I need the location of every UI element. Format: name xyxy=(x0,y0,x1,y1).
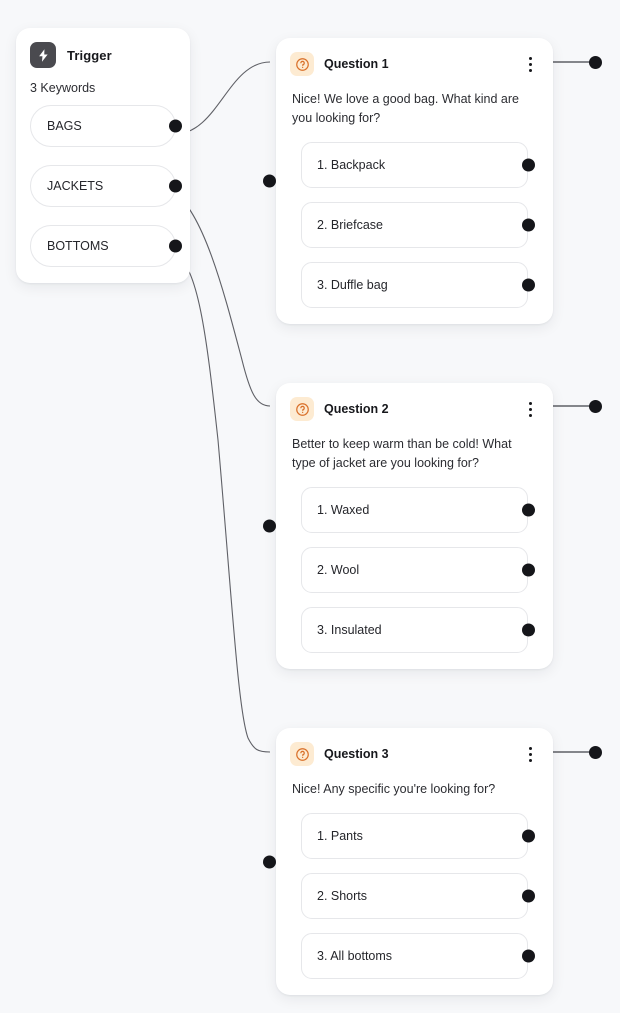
question-node-3[interactable]: Question 3 Nice! Any specific you're loo… xyxy=(263,728,553,995)
option-output-port[interactable] xyxy=(521,829,535,843)
kebab-menu-icon[interactable] xyxy=(523,55,537,73)
question-options-1: 1. Backpack 2. Briefcase 3. Duffle bag xyxy=(290,142,539,308)
option-output-port[interactable] xyxy=(521,563,535,577)
question-title-2: Question 2 xyxy=(324,402,389,416)
question-output-port-1[interactable] xyxy=(589,55,602,69)
trigger-node[interactable]: Trigger 3 Keywords BAGS JACKETS BOTTOMS xyxy=(16,28,190,283)
option-label: 2. Briefcase xyxy=(317,218,384,232)
trigger-header: Trigger xyxy=(30,42,176,68)
option-row[interactable]: 3. All bottoms xyxy=(301,933,535,979)
option-output-port[interactable] xyxy=(521,503,535,517)
option-row[interactable]: 2. Wool xyxy=(301,547,535,593)
question-header-2: Question 2 xyxy=(290,397,539,421)
question-circle-icon xyxy=(290,52,314,76)
keyword-label: JACKETS xyxy=(47,179,104,193)
question-options-2: 1. Waxed 2. Wool 3. Insulated xyxy=(290,487,539,653)
option-output-port[interactable] xyxy=(521,278,535,292)
keyword-output-port-jackets[interactable] xyxy=(168,179,182,193)
question-title-3: Question 3 xyxy=(324,747,389,761)
option-output-port[interactable] xyxy=(521,218,535,232)
option-label: 3. Insulated xyxy=(317,623,382,637)
keyword-label: BOTTOMS xyxy=(47,239,109,253)
option-row[interactable]: 1. Backpack xyxy=(301,142,535,188)
keyword-label: BAGS xyxy=(47,119,82,133)
kebab-menu-icon[interactable] xyxy=(523,400,537,418)
keyword-output-port-bags[interactable] xyxy=(168,119,182,133)
question-prompt-3: Nice! Any specific you're looking for? xyxy=(292,782,496,796)
option-label: 1. Pants xyxy=(317,829,363,843)
kebab-menu-icon[interactable] xyxy=(523,745,537,763)
question-output-port-3[interactable] xyxy=(589,745,602,759)
option-row[interactable]: 2. Briefcase xyxy=(301,202,535,248)
option-output-port[interactable] xyxy=(521,949,535,963)
question-input-port-2[interactable] xyxy=(263,519,276,533)
option-row[interactable]: 3. Insulated xyxy=(301,607,535,653)
keyword-output-port-bottoms[interactable] xyxy=(168,239,182,253)
question-input-port-3[interactable] xyxy=(263,855,276,868)
option-label: 2. Shorts xyxy=(317,889,368,903)
question-prompt-1: Nice! We love a good bag. What kind are … xyxy=(292,92,519,125)
option-label: 1. Waxed xyxy=(317,503,370,517)
keyword-pill-bottoms[interactable]: BOTTOMS xyxy=(30,225,182,267)
question-node-2[interactable]: Question 2 Better to keep warm than be c… xyxy=(263,383,553,669)
option-output-port[interactable] xyxy=(521,889,535,903)
option-row[interactable]: 1. Waxed xyxy=(301,487,535,533)
keyword-pill-bags[interactable]: BAGS xyxy=(30,105,182,147)
option-output-port[interactable] xyxy=(521,158,535,172)
option-output-port[interactable] xyxy=(521,623,535,637)
question-title-1: Question 1 xyxy=(324,57,389,71)
question-output-port-2[interactable] xyxy=(589,399,602,413)
option-label: 3. All bottoms xyxy=(317,949,393,963)
option-label: 1. Backpack xyxy=(317,158,386,172)
keyword-count: 3 Keywords xyxy=(30,81,96,95)
question-input-port-1[interactable] xyxy=(263,174,276,188)
lightning-bolt-icon xyxy=(30,42,56,68)
question-prompt-2: Better to keep warm than be cold! What t… xyxy=(292,437,512,470)
question-circle-icon xyxy=(290,742,314,766)
option-label: 3. Duffle bag xyxy=(317,278,388,292)
question-circle-icon xyxy=(290,397,314,421)
question-header-1: Question 1 xyxy=(290,52,539,76)
option-label: 2. Wool xyxy=(317,563,360,577)
option-row[interactable]: 3. Duffle bag xyxy=(301,262,535,308)
edge-bottoms-to-question3 xyxy=(174,252,271,753)
trigger-title: Trigger xyxy=(67,47,112,63)
option-row[interactable]: 2. Shorts xyxy=(301,873,535,919)
question-header-3: Question 3 xyxy=(290,742,539,766)
option-row[interactable]: 1. Pants xyxy=(301,813,535,859)
keyword-pill-jackets[interactable]: JACKETS xyxy=(30,165,182,207)
question-node-1[interactable]: Question 1 Nice! We love a good bag. Wha… xyxy=(263,38,553,324)
question-options-3: 1. Pants 2. Shorts 3. All bottoms xyxy=(290,813,539,979)
